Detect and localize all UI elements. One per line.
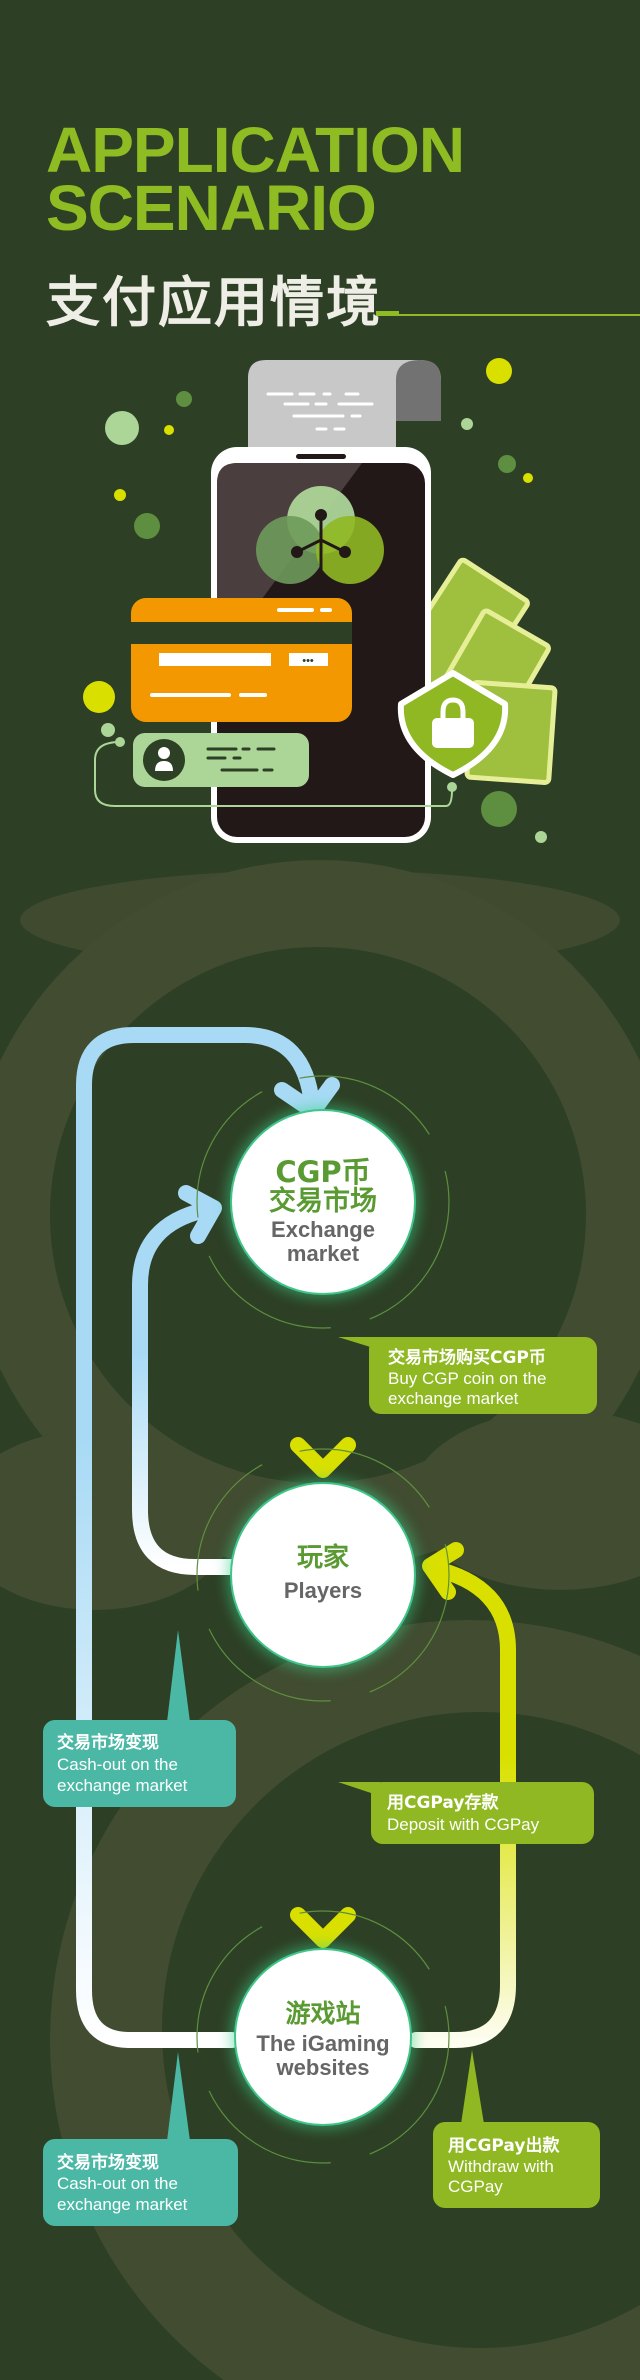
flow-arrows bbox=[76, 1027, 516, 2048]
payment-illustration: ••• bbox=[83, 358, 558, 843]
callout-text-cn: 交易市场变现 bbox=[57, 2152, 159, 2173]
callout-text-cn: 交易市场变现 bbox=[57, 1732, 159, 1753]
callout-cashout-1: 交易市场变现 Cash-out on the exchange market bbox=[43, 1630, 236, 1807]
callout-buy-cgp: 交易市场购买CGP币 Buy CGP coin on the exchange … bbox=[338, 1337, 597, 1414]
page-title-line2: SCENARIO bbox=[46, 172, 377, 244]
node-title-en-2: websites bbox=[276, 2055, 370, 2080]
callout-text-en-2: exchange market bbox=[57, 2195, 188, 2214]
callout-text-en: Deposit with CGPay bbox=[387, 1815, 540, 1834]
callout-text-cn: 用CGPay出款 bbox=[448, 2135, 560, 2156]
callout-withdraw: 用CGPay出款 Withdraw with CGPay bbox=[433, 2050, 600, 2208]
receipt-icon bbox=[248, 360, 441, 450]
inner-blue-loop-arrow bbox=[132, 1202, 240, 1575]
credit-card-icon: ••• bbox=[131, 598, 352, 722]
node-title-en: Exchange bbox=[271, 1217, 375, 1242]
title-divider-accent bbox=[376, 311, 399, 316]
callout-text-en-2: exchange market bbox=[57, 1776, 188, 1795]
node-players[interactable]: 玩家 Players bbox=[196, 1448, 450, 1702]
node-title-en-2: market bbox=[287, 1241, 360, 1266]
security-shield-lock-icon bbox=[397, 670, 509, 778]
callout-text-en: Cash-out on the bbox=[57, 1755, 178, 1774]
callout-text-en: Cash-out on the bbox=[57, 2174, 178, 2193]
outer-blue-loop-arrow bbox=[76, 1027, 320, 2048]
node-title-en: Players bbox=[284, 1578, 362, 1603]
callout-text-en: Buy CGP coin on the bbox=[388, 1369, 546, 1388]
node-title-cn: 玩家 bbox=[297, 1542, 349, 1573]
node-exchange-market[interactable]: CGP币 交易市场 Exchange market bbox=[196, 1075, 450, 1329]
node-title-en: The iGaming bbox=[256, 2031, 389, 2056]
callout-deposit: 用CGPay存款 Deposit with CGPay bbox=[338, 1782, 594, 1844]
user-profile-card-icon bbox=[94, 733, 457, 807]
page-title-cn: 支付应用情境 bbox=[46, 271, 382, 334]
callout-cashout-2: 交易市场变现 Cash-out on the exchange market bbox=[43, 2052, 238, 2226]
node-title-cn: CGP币 bbox=[275, 1155, 370, 1189]
callout-text-en-2: CGPay bbox=[448, 2177, 503, 2196]
withdraw-yellow-loop-arrow bbox=[408, 1560, 516, 2048]
title-divider bbox=[376, 314, 640, 316]
card-cvv-dots: ••• bbox=[302, 655, 314, 667]
node-title-cn: 游戏站 bbox=[285, 1999, 360, 2028]
callout-text-en-2: exchange market bbox=[388, 1389, 519, 1408]
callout-text-en: Withdraw with bbox=[448, 2157, 554, 2176]
callout-text-cn: 交易市场购买CGP币 bbox=[388, 1347, 546, 1368]
page-title-line1: APPLICATION bbox=[46, 114, 465, 186]
cgpay-logo-icon bbox=[256, 486, 384, 584]
node-igaming-websites[interactable]: 游戏站 The iGaming websites bbox=[196, 1910, 450, 2164]
node-title-cn-2: 交易市场 bbox=[269, 1185, 377, 1217]
callout-text-cn: 用CGPay存款 bbox=[387, 1792, 499, 1813]
decorative-dots bbox=[83, 358, 547, 843]
